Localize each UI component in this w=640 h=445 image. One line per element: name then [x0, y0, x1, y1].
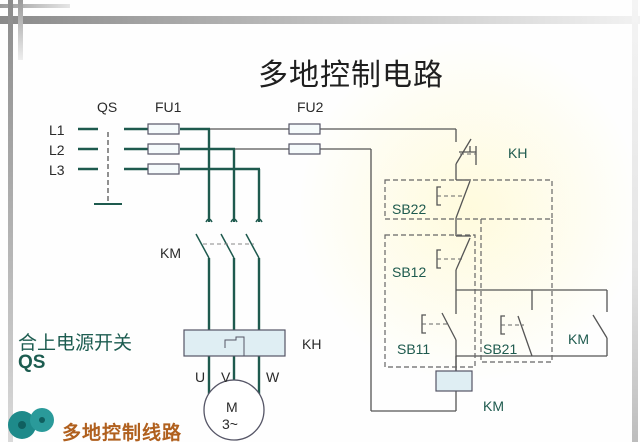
fu2-l2	[288, 143, 321, 155]
sb11-blade	[441, 312, 457, 341]
sb21-blade	[517, 315, 533, 357]
km-main-contacts	[195, 218, 263, 259]
frame-top-bar	[0, 16, 640, 24]
label-w: W	[266, 369, 280, 385]
label-l2: L2	[49, 142, 65, 158]
fu1-fuses	[147, 123, 180, 175]
km-blade-3	[245, 233, 260, 259]
frame-left-bar	[8, 0, 13, 442]
label-kh-ctrl: KH	[508, 145, 528, 161]
label-sb21: SB21	[483, 341, 518, 357]
frame-left-bar-inner	[18, 0, 23, 60]
km-aux-blade	[592, 314, 608, 339]
power-circuit	[78, 127, 261, 398]
km-contact-arc-3	[255, 218, 263, 223]
label-v: V	[221, 369, 231, 385]
label-u: U	[195, 369, 206, 385]
km-coil	[435, 370, 473, 392]
label-km-main: KM	[160, 245, 181, 261]
control-circuit	[421, 129, 608, 411]
fu1-l1	[147, 123, 180, 135]
frame-decoration	[0, 4, 70, 8]
label-km-aux: KM	[568, 331, 589, 347]
label-motor-3phase: 3~	[222, 416, 238, 432]
station-1-box	[384, 234, 476, 368]
label-sb11: SB11	[397, 341, 431, 357]
annotation-line-2: QS	[18, 352, 46, 373]
button-linkages	[422, 153, 524, 326]
label-sb22: SB22	[392, 201, 427, 217]
fu1-l3	[147, 163, 180, 175]
gear-logo-icon	[8, 408, 54, 439]
sb22-box-top	[384, 179, 553, 220]
label-sb12: SB12	[392, 264, 427, 280]
kh-actuator	[459, 146, 477, 165]
sb12-blade	[455, 237, 471, 271]
fu2-l1	[288, 123, 321, 135]
km-contact-arc-1	[205, 218, 213, 223]
kh-thermal-element	[224, 336, 245, 356]
slide-title: 多地控制电路	[258, 58, 444, 93]
background-glow	[300, 40, 640, 380]
label-km-coil: KM	[483, 398, 504, 414]
fu2-fuses	[288, 123, 321, 155]
frame-right-bar	[632, 0, 638, 442]
station-2-box	[480, 219, 553, 363]
label-l1: L1	[49, 122, 65, 138]
annotation-line-1: 合上电源开关	[18, 332, 133, 354]
label-kh-main: KH	[302, 336, 322, 352]
label-fu1: FU1	[155, 99, 182, 115]
label-motor-m: M	[226, 399, 238, 415]
label-qs: QS	[97, 99, 118, 115]
sb22-blade	[455, 180, 471, 219]
km-blade-1	[195, 233, 210, 259]
control-supply	[210, 128, 456, 412]
station-boxes	[384, 179, 553, 368]
label-l3: L3	[49, 162, 65, 178]
kh-thermal-relay	[183, 329, 286, 357]
km-contact-arc-2	[230, 218, 238, 223]
fu1-l2	[147, 143, 180, 155]
footer-caption: 多地控制线路	[62, 422, 183, 444]
motor-circle	[203, 379, 265, 441]
km-blade-2	[220, 233, 235, 259]
label-fu2: FU2	[297, 99, 324, 115]
